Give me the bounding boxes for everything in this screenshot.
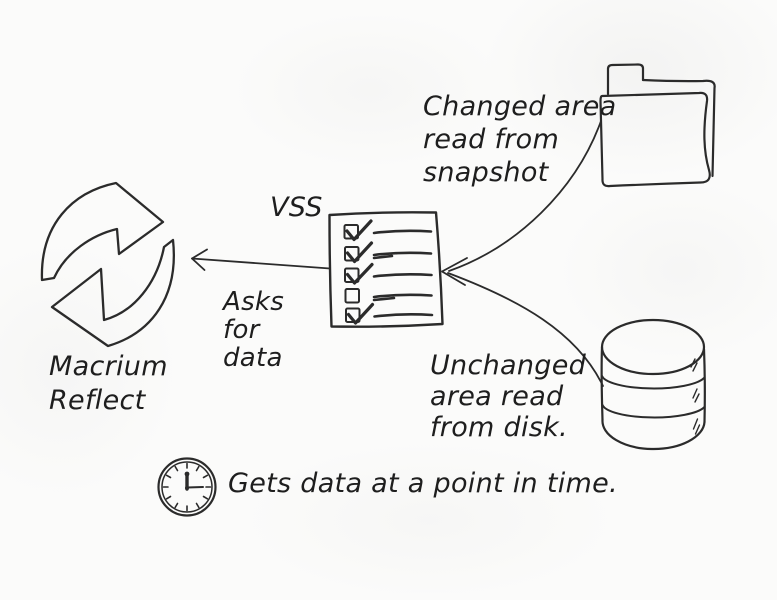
- asks-label-line3: data: [223, 343, 283, 373]
- checklist-checkmarks: [345, 219, 375, 325]
- folder-icon: [599, 63, 716, 188]
- vss-label: VSS: [270, 192, 323, 223]
- sync-arrows-icon: [40, 181, 175, 348]
- changed-area-label: Changed area read from snapshot: [423, 90, 617, 189]
- changed-label-line2: read from: [423, 124, 560, 155]
- clock-ticks: [162, 462, 212, 512]
- arrowhead-into-vss: [441, 257, 468, 286]
- asks-for-data-label: Asks for data: [223, 288, 284, 372]
- macrium-label-line1: Macrium: [49, 351, 168, 382]
- unchanged-label-line2: area read: [430, 381, 564, 412]
- changed-label-line3: snapshot: [423, 157, 549, 188]
- clock-icon: [157, 457, 217, 517]
- checklist-lines: [372, 229, 434, 318]
- edge-folder-to-vss: [448, 120, 602, 272]
- arrow-vss-to-macrium: [191, 248, 331, 271]
- unchanged-area-label: Unchanged area read from disk.: [430, 350, 586, 443]
- disk-hatch-marks: [690, 358, 701, 435]
- disk-stack-icon: [600, 318, 706, 451]
- point-in-time-caption: Gets data at a point in time.: [228, 468, 618, 499]
- asks-label-line2: for: [223, 315, 260, 345]
- unchanged-label-line3: from disk.: [430, 412, 568, 443]
- edge-disk-to-vss: [447, 272, 604, 387]
- diagram-drawing: [40, 63, 716, 517]
- macrium-label-line2: Reflect: [49, 385, 146, 416]
- checklist-icon: [328, 211, 444, 328]
- macrium-reflect-label: Macrium Reflect: [49, 350, 168, 418]
- asks-label-line1: Asks: [223, 287, 285, 317]
- changed-label-line1: Changed area: [423, 91, 617, 122]
- unchanged-label-line1: Unchanged: [430, 350, 587, 381]
- clock-hands: [184, 471, 204, 491]
